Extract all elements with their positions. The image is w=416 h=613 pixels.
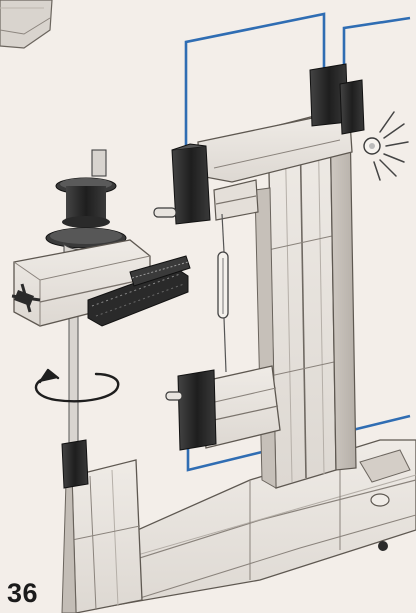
- left-post: [61, 459, 143, 613]
- reed-switch: [217, 213, 229, 373]
- rotation-arrow-icon: [34, 368, 120, 403]
- rotating-shaft: [61, 299, 89, 489]
- gear-rack: [87, 255, 191, 327]
- top-left-button: [153, 143, 211, 225]
- vertical-column: [254, 111, 357, 489]
- lamp-rays-icon: [373, 111, 409, 181]
- bottom-button: [165, 369, 217, 451]
- corner-block-fragment: [0, 0, 53, 49]
- top-right-button: [309, 63, 365, 135]
- spool: [45, 149, 127, 259]
- page-number: 36: [7, 578, 39, 608]
- lamp: [363, 137, 381, 155]
